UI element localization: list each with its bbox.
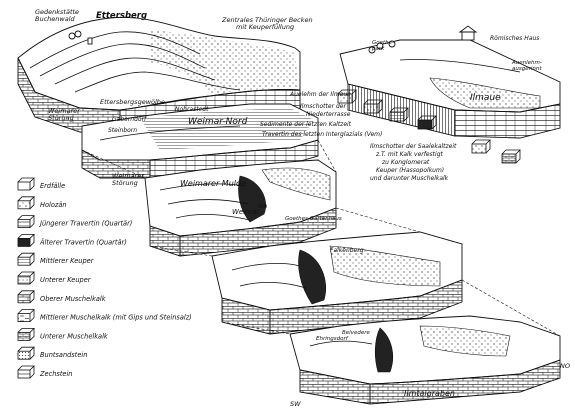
gaberndorf-label: Gaberndorf <box>112 116 147 123</box>
note-sedimente: Sedimente der letzten Kaltzeit <box>260 121 352 128</box>
note-ilmschotter: Ilmschotter der <box>300 103 346 110</box>
weimarer-stoerung-1-line2: Störung <box>48 114 74 122</box>
nohrastedt-label: Nohrastedt <box>175 106 209 113</box>
block-ilmtalgraben: Ehringsdorf Belvedere Ilmtalgraben SW NO <box>290 316 570 408</box>
weimarer-stoerung-2-line2: Störung <box>112 179 138 187</box>
note-saalekaltzeit: Ilmschotter der Saalekaltzeit <box>370 143 457 150</box>
note-niederterrasse: Niederterrasse <box>306 111 351 118</box>
legend-label: Erdfälle <box>40 182 65 190</box>
note-kalk: z.T. mit Kalk verfestigt <box>375 151 444 158</box>
legend-label: Unterer Muschelkalk <box>40 332 109 340</box>
legend-item: Mittlerer Keuper <box>18 253 95 265</box>
legend-swatch <box>18 201 30 209</box>
note-keuper: Keuper (Hassopolkum) <box>376 167 444 174</box>
legend-item: Unterer Keuper <box>18 272 92 284</box>
legend-swatch <box>18 314 30 322</box>
legend-swatch <box>18 257 30 265</box>
auenlehm-line2: ausgerinnt <box>512 66 542 72</box>
legend-label: Buntsandstein <box>40 351 87 359</box>
legend-swatch <box>18 351 30 359</box>
no-label: NO <box>560 362 570 370</box>
cube-keuper <box>502 150 520 163</box>
falkenberg-label: Falkenberg <box>330 247 364 254</box>
legend-item: Erdfälle <box>18 178 65 190</box>
weimarer-mulde-label: Weimarer Mulde <box>180 179 246 188</box>
belvedere-label: Belvedere <box>342 330 370 336</box>
goethes-gartenhaus-label: Goethes Gartenhaus <box>285 216 342 222</box>
legend-label: Jüngerer Travertin (Quartär) <box>38 220 132 228</box>
legend-label: Oberer Muschelkalk <box>40 295 107 303</box>
weimar-label: Weimar <box>232 208 260 216</box>
legend-item: Unterer Muschelkalk <box>18 328 109 340</box>
ilmtalgraben-label: Ilmtalgraben <box>404 389 455 398</box>
legend-label: Mittlerer Keuper <box>40 257 95 265</box>
legend-label: Holozän <box>40 201 67 209</box>
legend-item: Jüngerer Travertin (Quartär) <box>18 216 132 228</box>
roemisches-haus-label: Römisches Haus <box>490 35 539 42</box>
ilm-label: Ilm <box>258 203 267 210</box>
block-ilmaue: Goethe- park Römisches Haus Ilmaue Auenl… <box>340 26 560 138</box>
legend-label: Zechstein <box>39 370 72 378</box>
note-travertin: Travertin des letzten Interglazials (Vem… <box>262 131 382 138</box>
legend-swatch <box>18 238 30 246</box>
steinborn-label: Steinborn <box>108 127 137 134</box>
legend-item: Holozän <box>18 197 67 209</box>
legend-swatch <box>18 276 30 284</box>
note-konglomerat: zu Konglomerat <box>381 159 430 166</box>
legend-label: Älterer Travertin (Quartär) <box>39 237 127 246</box>
legend-item: Buntsandstein <box>18 347 87 359</box>
thueringer-becken-line2: mit Keuperfüllung <box>236 23 294 31</box>
gedenkstaette-line2: Buchenwald <box>35 15 75 23</box>
ettersberg-label: Ettersberg <box>96 11 147 21</box>
legend-item: Oberer Muschelkalk <box>18 291 107 303</box>
cube-saalekaltzeit <box>472 140 490 153</box>
weimar-nord-label: Weimar-Nord <box>188 117 248 127</box>
legend-item: Älterer Travertin (Quartär) <box>18 234 127 246</box>
legend-swatch <box>18 332 30 340</box>
note-auelehm: Auelehm der Ilmaue <box>289 91 351 98</box>
goethe-park-line2: park <box>371 46 385 52</box>
legend-item: Mittlerer Muschelkalk (mit Gips und Stei… <box>18 310 192 322</box>
note-muschelkalk: und darunter Muschelkalk <box>370 175 449 182</box>
legend-swatch <box>18 182 30 190</box>
ilmaue-label: Ilmaue <box>470 93 501 103</box>
legend-label: Mittlerer Muschelkalk (mit Gips und Stei… <box>40 314 192 322</box>
legend-item: Zechstein <box>18 366 72 378</box>
legend-swatch <box>18 220 30 228</box>
sw-label: SW <box>290 400 301 408</box>
legend-swatch <box>18 295 30 303</box>
legend-label: Unterer Keuper <box>40 276 92 284</box>
ehringsdorf-label: Ehringsdorf <box>316 336 349 342</box>
ettersbergsgewoelbe-label: Ettersbergsgewölbe <box>100 98 165 106</box>
